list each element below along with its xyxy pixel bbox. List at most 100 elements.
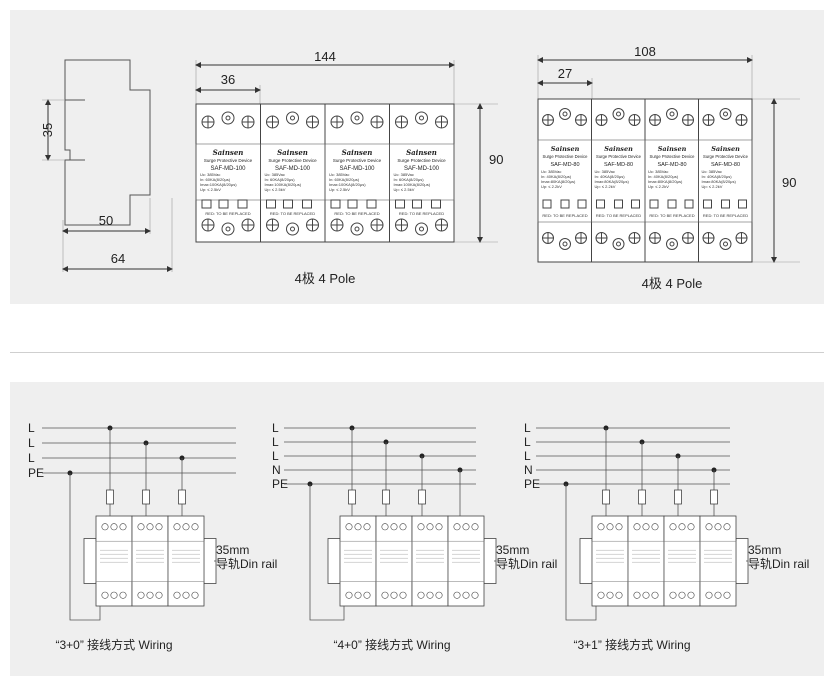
mini-pole [663,515,701,607]
terminal-icon [381,591,389,599]
spd-100-brand: Sainsen [406,148,437,157]
spd-80-spec-in: In: 40KA(8/20μs) [648,174,679,179]
terminal-icon [471,591,479,599]
pe-wire [309,484,345,621]
spd-100-spec-up: Up: ≤ 2.5kV [265,187,286,192]
din-clip [579,538,593,584]
spd-80-caption: 4极 4 Pole [642,276,703,291]
spd-80-height-label: 90 [782,175,796,190]
wiring-4-0-line-label: L [272,421,279,435]
mini-pole [411,515,449,607]
spd-100-model: SAF-MD-100 [275,166,311,172]
terminal-icon [182,591,190,599]
side-height-label: 35 [40,123,55,137]
spd-100-brand: Sainsen [342,148,373,157]
spd-80-pole-width-label: 27 [558,66,572,81]
terminal-icon [615,591,623,599]
spd-100-front: 144 36 90 Sainsen Surge Protective Devic… [195,49,503,286]
spd-100-spec-up: Up: ≤ 2.5kV [394,187,415,192]
spd-80-spec-imax: Imax:80KA(8/20μs) [595,179,630,184]
wiring-3-1-din-sub: 导轨Din rail [748,557,809,571]
terminal-icon [453,591,461,599]
wiring-4-0-din-label: 35mm [496,543,529,557]
spd-80-footer: RED: TO BE REPLACED [596,213,641,218]
spd-80-model: SAF-MD-80 [657,162,686,168]
terminal-icon [615,523,623,531]
spd-80-title: Surge Protective Device [703,154,749,159]
fuse-icon [382,489,390,505]
terminal-icon [651,523,659,531]
spd-100-caption: 4极 4 Pole [295,271,356,286]
terminal-icon [669,591,677,599]
wiring-3-1-din-label: 35mm [748,543,781,557]
mini-pole [627,515,665,607]
terminal-icon [191,523,199,531]
terminal-icon [191,591,199,599]
terminal-icon [137,523,145,531]
section-divider [10,352,824,353]
terminal-icon [146,523,154,531]
spd-80-spec-uc: Uc: 385Vac [541,169,561,174]
terminal-icon [714,591,722,599]
wiring-4-0-caption: “4+0” 接线方式 Wiring [333,637,450,652]
spd-80-spec-up: Up: ≤ 2.2kV [702,184,723,189]
fuse-icon [638,489,646,505]
spd-100-spec-imax: Imax:100KA(8/20μs) [200,182,237,187]
terminal-icon [435,591,443,599]
wiring-3-1-line-label: N [524,463,533,477]
terminal-icon [687,523,695,531]
mini-pole [699,515,737,607]
terminal-icon [426,591,434,599]
terminal-icon [471,523,479,531]
spd-100-brand: Sainsen [213,148,244,157]
spd-80-footer: RED: TO BE REPLACED [542,213,587,218]
spd-100-spec-up: Up: ≤ 2.5kV [200,187,221,192]
spd-80-brand: Sainsen [604,145,633,153]
spd-80-title: Surge Protective Device [543,154,589,159]
spd-80-brand: Sainsen [711,145,740,153]
wiring-3-0-line-label: PE [28,466,44,480]
wiring-3-0-din-label: 35mm [216,543,249,557]
side-depth-inner-label: 50 [99,213,113,228]
mini-pole [447,515,485,607]
wiring-3-0-din-sub: 导轨Din rail [216,557,277,571]
terminal-icon [705,591,713,599]
spd-100-spec-uc: Uc: 385Vac [265,172,285,177]
terminal-icon [426,523,434,531]
spd-100-spec-uc: Uc: 385Vac [200,172,220,177]
terminal-icon [462,523,470,531]
spd-100-model: SAF-MD-100 [404,166,440,172]
mini-pole [95,515,133,607]
mini-pole-face [167,540,205,582]
wiring-3-1-line-label: PE [524,477,540,491]
terminal-icon [155,591,163,599]
fuse-icon [674,489,682,505]
fuse-icon [710,489,718,505]
terminal-icon [399,523,407,531]
wiring-3-0-line-label: L [28,451,35,465]
spd-80-spec-up: Up: ≤ 2.2kV [595,184,616,189]
terminal-icon [363,591,371,599]
spd-100-spec-imax: Imax:100KA(8/20μs) [394,182,431,187]
terminal-icon [642,591,650,599]
terminal-icon [101,591,109,599]
din-clip [83,538,97,584]
terminal-icon [678,523,686,531]
wiring-3-1-line-label: L [524,435,531,449]
spd-80-front: 108 27 90 Sainsen Surge Protective Devic… [537,44,800,291]
spd-80-model: SAF-MD-80 [604,162,633,168]
spd-80-spec-imax: Imax:80KA(8/20μs) [648,179,683,184]
dimension-drawing: 35 50 64 144 36 [40,44,800,291]
spd-100-title: Surge Protective Device [204,158,253,163]
terminal-icon [173,591,181,599]
mini-pole-face [447,540,485,582]
spd-100-model: SAF-MD-100 [339,166,375,172]
fuse-icon [602,489,610,505]
terminal-icon [642,523,650,531]
terminal-icon [381,523,389,531]
spd-80-spec-uc: Uc: 385Vac [595,169,615,174]
wiring-drawing: L L L PE “3+0” 接线方式 Wiring 35mm 导轨Din ra… [28,421,809,652]
spd-80-brand: Sainsen [551,145,580,153]
fuse-icon [178,489,186,505]
